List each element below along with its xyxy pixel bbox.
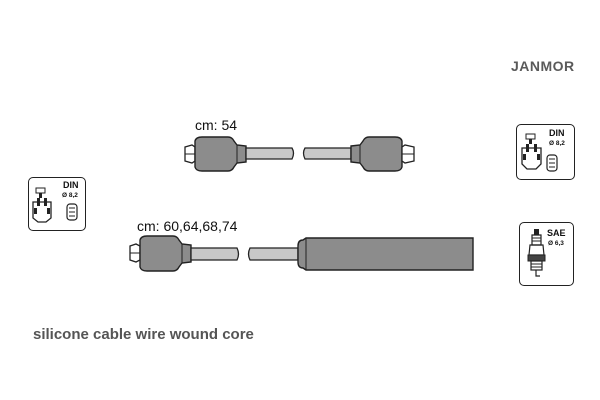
din-left-standard-label: DIN bbox=[63, 180, 79, 190]
din-right-standard-label: DIN bbox=[549, 128, 565, 138]
short-cable-right-wire bbox=[302, 147, 352, 160]
long-cable-left-wire bbox=[190, 247, 240, 261]
short-cable-left-boot bbox=[194, 136, 247, 172]
sae-standard-label: SAE bbox=[547, 228, 566, 238]
din-left-diameter-label: Ø 8,2 bbox=[62, 192, 78, 199]
short-cable-right-boot bbox=[350, 136, 403, 172]
din-right-diameter-label: Ø 8,2 bbox=[549, 140, 565, 147]
distributor-cap-icon bbox=[521, 133, 558, 172]
long-cable-straight-boot bbox=[297, 237, 474, 271]
brand-logo-text: JANMOR bbox=[511, 58, 575, 74]
long-cable-length-label: cm: 60,64,68,74 bbox=[137, 218, 238, 234]
long-cable-right-wire bbox=[247, 247, 299, 261]
spark-plug-icon bbox=[527, 229, 546, 277]
sae-connector-icon: SAE Ø 6,3 bbox=[519, 222, 574, 286]
product-caption: silicone cable wire wound core bbox=[33, 326, 254, 343]
short-cable bbox=[184, 136, 415, 172]
din-connector-icon-right: DIN Ø 8,2 bbox=[516, 124, 575, 180]
sae-diameter-label: Ø 6,3 bbox=[548, 240, 564, 247]
long-cable-left-boot bbox=[139, 235, 192, 272]
distributor-cap-icon bbox=[32, 187, 78, 223]
din-connector-icon-left: DIN Ø 8,2 bbox=[28, 177, 86, 231]
short-cable-left-wire bbox=[245, 147, 295, 160]
long-cable bbox=[129, 235, 474, 272]
short-cable-length-label: cm: 54 bbox=[195, 117, 238, 133]
